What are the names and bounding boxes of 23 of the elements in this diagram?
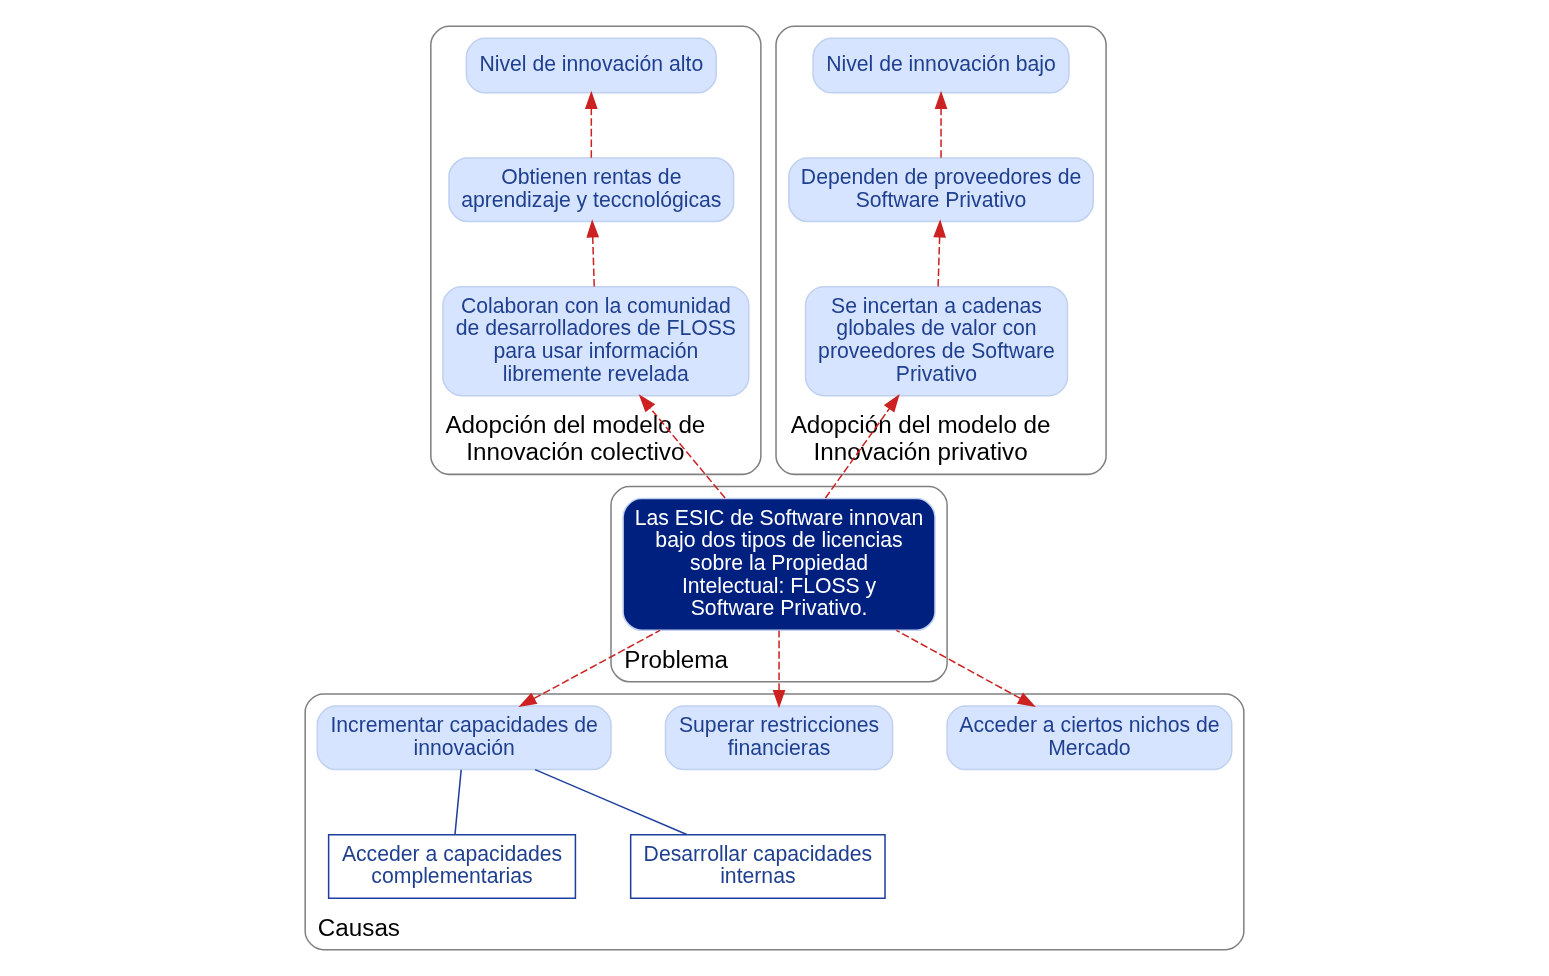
node-box: Las ESIC de Software innovan bajo dos tipos de licencias sobre la Propiedad Intelectual: FLOSS y Software Privativo. xyxy=(622,497,936,632)
arrow xyxy=(895,629,1036,707)
arrow xyxy=(518,629,661,707)
node-box: Superar restricciones financieras xyxy=(664,705,894,771)
arrow xyxy=(638,394,726,499)
arrow xyxy=(933,219,946,288)
arrow xyxy=(584,90,598,159)
node-box: Nivel de innovación bajo xyxy=(812,37,1070,94)
arrow xyxy=(824,394,900,499)
node-box: Obtienen rentas de aprendizaje y teccnológicas xyxy=(448,157,735,223)
node-box: Acceder a capacidades complementarias xyxy=(327,833,577,900)
connector xyxy=(454,769,462,836)
node-box: Incrementar capacidades de innovación xyxy=(316,705,612,771)
node-box: Desarrollar capacidades internas xyxy=(629,833,886,900)
arrow xyxy=(934,90,948,159)
node-box: Acceder a ciertos nichos de Mercado xyxy=(946,705,1233,771)
arrow xyxy=(772,629,786,709)
node-box: Se incertan a cadenas globales de valor con proveedores de Software Privativo xyxy=(804,285,1069,397)
arrow xyxy=(586,219,600,288)
node-box: Nivel de innovación alto xyxy=(465,37,717,94)
node-box: Dependen de proveedores de Software Privativo xyxy=(788,157,1094,223)
connector xyxy=(534,768,688,836)
node-box: Colaboran con la comunidad de desarrolladores de FLOSS para usar información libremente revelada xyxy=(442,285,750,397)
